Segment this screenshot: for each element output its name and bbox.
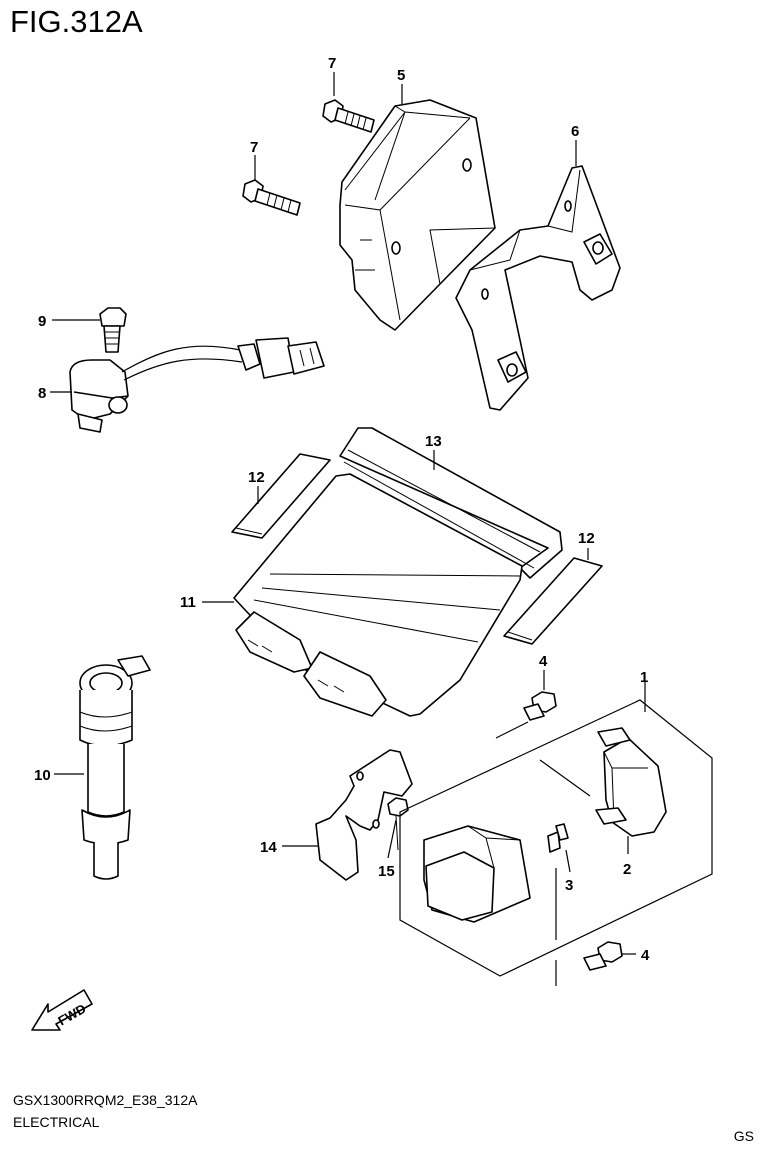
bolt-4-lower[interactable] (583, 941, 623, 971)
relay-3[interactable] (423, 823, 569, 923)
callout-15: 15 (378, 863, 395, 880)
corner-code: GS (733, 1128, 754, 1144)
callout-4-upper: 4 (539, 653, 548, 670)
callout-9: 9 (38, 313, 46, 330)
leader-lines (50, 72, 646, 986)
callout-7-lower: 7 (250, 139, 258, 156)
callout-6: 6 (571, 123, 579, 140)
callout-7-upper: 7 (328, 55, 336, 72)
bolt-7-upper[interactable] (322, 99, 375, 133)
fwd-arrow-icon: FWD (31, 989, 93, 1031)
ignition-coil-10[interactable] (79, 655, 151, 880)
callout-8: 8 (38, 385, 46, 402)
bolt-9[interactable] (99, 307, 127, 353)
callout-3: 3 (565, 877, 573, 894)
callout-1: 1 (640, 669, 648, 686)
callout-12-right: 12 (578, 530, 595, 547)
callout-5: 5 (397, 67, 405, 84)
module-5[interactable] (339, 99, 496, 331)
bolt-4-upper[interactable] (523, 691, 557, 721)
callout-14: 14 (260, 839, 277, 856)
pad-12-left[interactable] (231, 453, 331, 539)
ecu-11[interactable] (233, 473, 523, 717)
strap-13[interactable] (339, 427, 563, 579)
section-label: ELECTRICAL (13, 1114, 100, 1130)
pad-12-right[interactable] (503, 557, 603, 645)
callout-10: 10 (34, 767, 51, 784)
bracket-6[interactable] (455, 165, 621, 411)
callout-13: 13 (425, 433, 442, 450)
bracket-14[interactable] (315, 749, 413, 881)
callout-12-left: 12 (248, 469, 265, 486)
bolt-15[interactable] (387, 797, 409, 851)
callout-2: 2 (623, 861, 631, 878)
callout-4-lower: 4 (641, 947, 650, 964)
figure-title: FIG.312A (10, 4, 143, 39)
model-code: GSX1300RRQM2_E38_312A (13, 1092, 198, 1108)
bolt-7-lower[interactable] (242, 179, 301, 216)
relay-cover-2[interactable] (595, 727, 667, 837)
callout-11: 11 (180, 594, 196, 611)
sensor-8[interactable] (69, 337, 325, 433)
relay-assembly-frame (399, 699, 713, 977)
